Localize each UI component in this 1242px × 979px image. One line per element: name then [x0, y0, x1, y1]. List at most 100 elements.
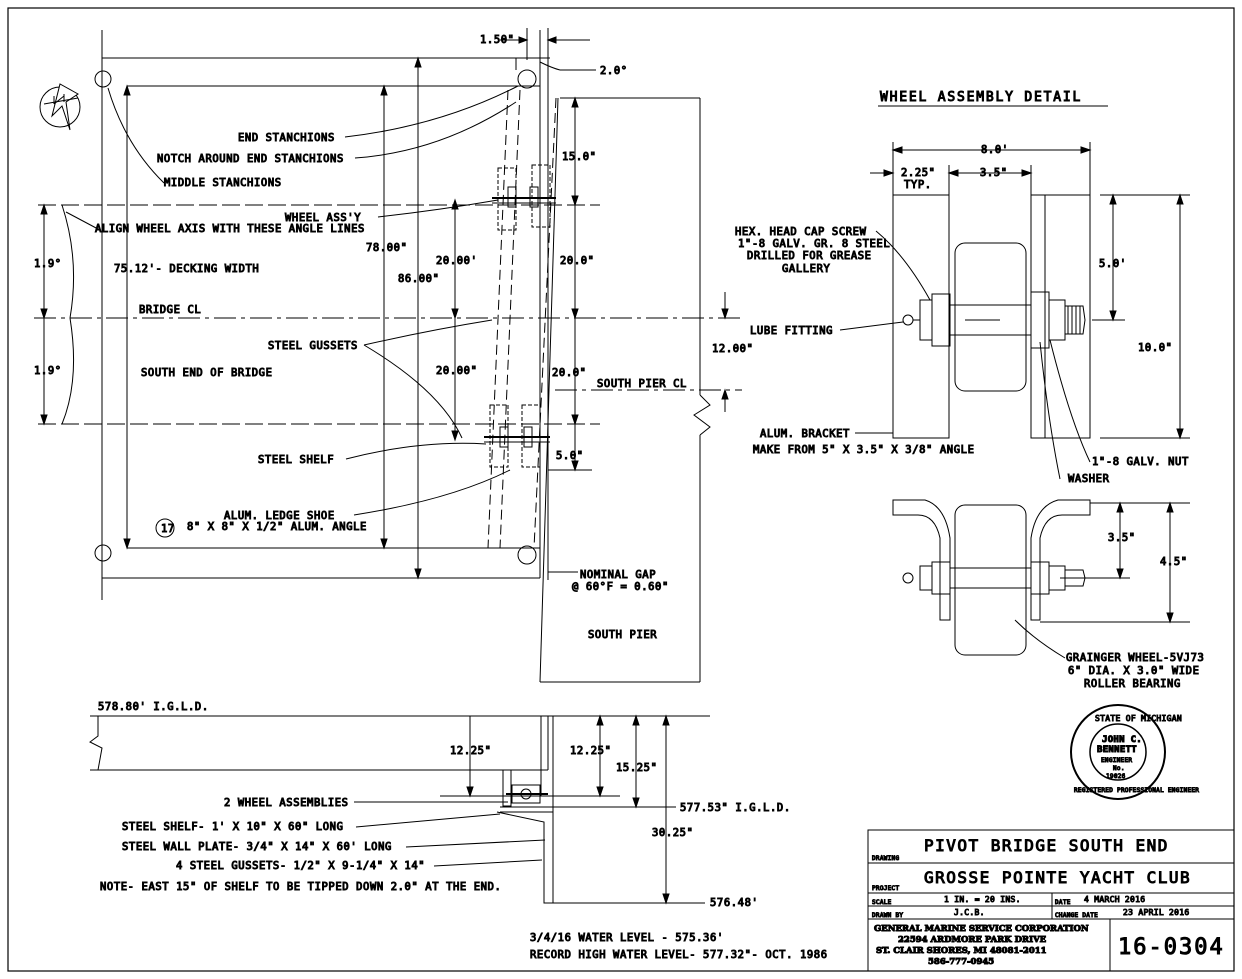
dim-3-5b: 3.5": [1108, 532, 1136, 544]
tb-change: 23 APRIL 2016: [1123, 908, 1190, 917]
label-hex-2: 1"-8 GALV. GR. 8 STEEL: [738, 238, 890, 250]
label-wheel-assy: WHEEL ASS'Y: [285, 212, 361, 224]
label-south-end: SOUTH END OF BRIDGE: [141, 367, 273, 379]
label-hex-3: DRILLED FOR GREASE: [747, 250, 872, 262]
tb-scale-label: SCALE: [872, 899, 892, 906]
dim-2-25: 2.25": [901, 167, 936, 179]
label-notch: NOTCH AROUND END STANCHIONS: [157, 153, 344, 165]
north-arrow-icon: [39, 83, 81, 131]
water-level-1: 3/4/16 WATER LEVEL - 575.36': [530, 932, 724, 944]
middle-stanchion: [94, 70, 112, 88]
engineer-seal: [1070, 704, 1166, 800]
label-ledge-shoe: ALUM. LEDGE SHOE: [224, 510, 335, 522]
label-steel-shelf: STEEL SHELF: [258, 454, 334, 466]
end-stanchion: [517, 545, 537, 565]
dim-12-25a: 12.25": [450, 745, 492, 757]
seal-no: 19026: [1106, 773, 1126, 780]
dim-20-c: 20.0": [560, 255, 595, 267]
label-end-stanchions: END STANCHIONS: [238, 132, 335, 144]
tb-company-2: 22594 ARDMORE PARK DRIVE: [898, 935, 1047, 945]
note-3: STEEL WALL PLATE- 3/4" X 14" X 60' LONG: [122, 841, 392, 853]
dim-20-a: 20.00': [436, 255, 478, 267]
tb-date: 4 MARCH 2016: [1084, 895, 1145, 904]
dim-3-5: 3.5": [980, 167, 1008, 179]
dim-5: 5.0": [556, 450, 584, 462]
elev-top: 578.80' I.G.L.D.: [98, 701, 209, 713]
seal-name-1: JOHN C.: [1102, 735, 1142, 745]
label-middle-stanchions: MIDDLE STANCHIONS: [164, 177, 282, 189]
title-block: [867, 829, 1235, 972]
label-south-pier-cl: SOUTH PIER CL: [597, 378, 687, 390]
wheel-assembly-plan: [492, 164, 556, 231]
dim-8: 8.0': [981, 144, 1009, 156]
tb-project-label: PROJECT: [872, 885, 899, 892]
label-nut: 1"-8 GALV. NUT: [1092, 456, 1189, 468]
note-5: NOTE- EAST 15" OF SHELF TO BE TIPPED DOW…: [100, 881, 501, 893]
detail-title: WHEEL ASSEMBLY DETAIL: [880, 90, 1082, 105]
tb-drawn-label: DRAWN BY: [872, 912, 903, 919]
tb-number: 16-0304: [1118, 935, 1225, 960]
label-grainger-1: GRAINGER WHEEL-5VJ73: [1066, 652, 1204, 664]
dim-20-b: 20.00": [436, 365, 478, 377]
dim-15: 15.0": [562, 151, 597, 163]
label-decking: 75.12'- DECKING WIDTH: [114, 263, 259, 275]
dim-1-9-a: 1.9°: [34, 258, 62, 270]
label-nominal-gap-1: NOMINAL GAP: [580, 569, 656, 581]
wheel-detail-bottom: [892, 499, 1190, 659]
seal-bottom: REGISTERED PROFESSIONAL ENGINEER: [1074, 787, 1199, 794]
label-hex-4: GALLERY: [782, 263, 831, 275]
dim-86: 86.00": [398, 273, 440, 285]
seal-no-label: No.: [1113, 765, 1125, 772]
dim-5-detail: 5.0': [1099, 258, 1127, 270]
label-nominal-gap-2: @ 60°F = 0.60": [572, 581, 669, 593]
end-stanchion: [517, 69, 537, 89]
dim-15-25: 15.25": [616, 762, 658, 774]
label-grainger-2: 6" DIA. X 3.0" WIDE: [1068, 665, 1200, 677]
label-ledge-angle: 8" X 8" X 1/2" ALUM. ANGLE: [187, 521, 367, 533]
elev-bot: 576.48': [710, 897, 758, 909]
note-1: 2 WHEEL ASSEMBLIES: [224, 797, 349, 809]
tb-project: GROSSE POINTE YACHT CLUB: [924, 868, 1191, 887]
dim-12: 12.00": [712, 343, 754, 355]
dim-10: 10.0": [1138, 342, 1173, 354]
water-level-2: RECORD HIGH WATER LEVEL- 577.32"- OCT. 1…: [530, 949, 828, 961]
section-view: [89, 714, 710, 905]
tb-company-1: GENERAL MARINE SERVICE CORPORATION: [874, 924, 1089, 934]
label-steel-gussets: STEEL GUSSETS: [268, 340, 358, 352]
plan-view: [34, 28, 742, 683]
dim-78: 78.00": [366, 242, 408, 254]
dim-4-5: 4.5": [1160, 556, 1188, 568]
ledge-number: 17: [161, 523, 175, 535]
label-south-pier: SOUTH PIER: [588, 629, 657, 641]
label-washer: WASHER: [1068, 473, 1110, 485]
wheel-assembly-plan: [484, 404, 550, 468]
seal-name-2: BENNETT: [1097, 745, 1137, 755]
dim-1-50: 1.50": [480, 34, 515, 46]
dim-2-0: 2.0°: [600, 65, 628, 77]
dim-12-25b: 12.25": [570, 745, 612, 757]
tb-scale: 1 IN. = 20 INS.: [944, 895, 1021, 904]
label-bracket-2: MAKE FROM 5" X 3.5" X 3/8" ANGLE: [753, 444, 975, 456]
tb-change-label: CHANGE DATE: [1055, 912, 1098, 919]
tb-date-label: DATE: [1055, 899, 1071, 906]
dim-typ: TYP.: [904, 179, 932, 191]
wheel-detail-top: [839, 105, 1190, 480]
sheet-border: [7, 7, 1235, 972]
tb-drawn: J.C.B.: [954, 908, 985, 917]
label-hex-1: HEX. HEAD CAP SCREW: [735, 226, 867, 238]
seal-role: ENGINEER: [1101, 757, 1132, 764]
tb-company-4: 586-777-0945: [928, 957, 994, 967]
dim-20-d: 20.0": [552, 367, 587, 379]
elev-mid: 577.53" I.G.L.D.: [680, 802, 791, 814]
middle-stanchion: [94, 544, 112, 562]
label-grainger-3: ROLLER BEARING: [1084, 678, 1181, 690]
seal-state: STATE OF MICHIGAN: [1095, 714, 1182, 723]
label-align: ALIGN WHEEL AXIS WITH THESE ANGLE LINES: [95, 223, 365, 235]
tb-drawing-label: DRAWING: [872, 855, 899, 862]
note-2: STEEL SHELF- 1' X 10" X 60" LONG: [122, 821, 344, 833]
note-4: 4 STEEL GUSSETS- 1/2" X 9-1/4" X 14": [176, 860, 425, 872]
label-bracket-1: ALUM. BRACKET: [760, 428, 850, 440]
dim-30-25: 30.25": [652, 827, 694, 839]
label-lube: LUBE FITTING: [750, 325, 833, 337]
